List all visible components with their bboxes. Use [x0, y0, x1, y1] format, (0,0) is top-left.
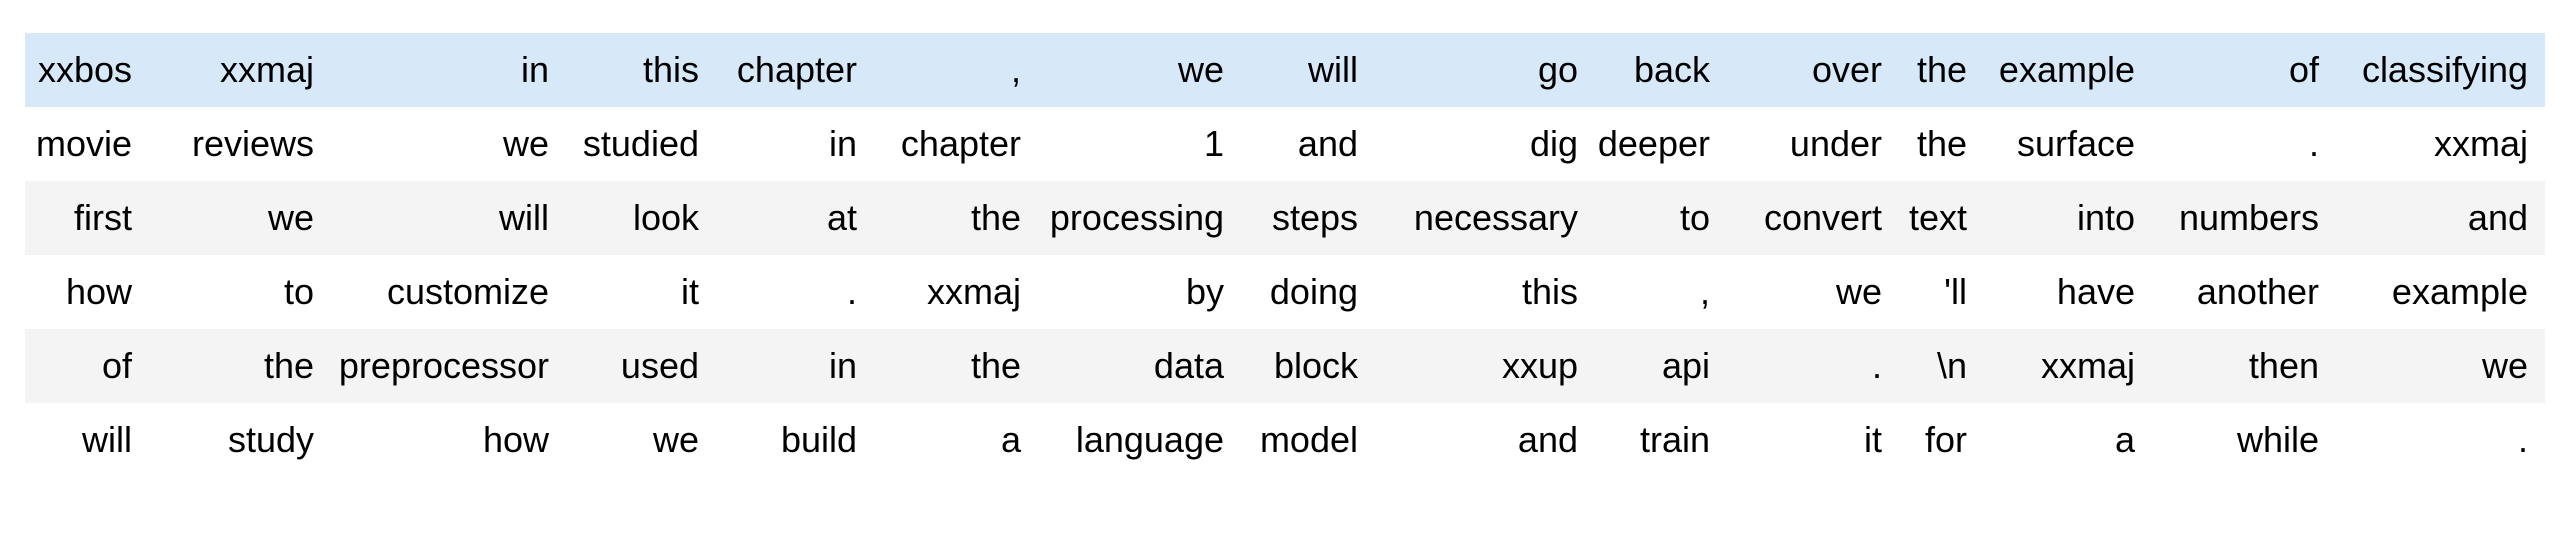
- token-cell: we: [149, 181, 331, 255]
- token-cell: 'll: [1899, 255, 1984, 329]
- token-cell: over: [1727, 33, 1899, 107]
- token-cell: in: [716, 107, 874, 181]
- token-cell: ,: [874, 33, 1038, 107]
- token-cell: necessary: [1375, 181, 1595, 255]
- token-cell: api: [1595, 329, 1727, 403]
- token-cell: xxbos: [25, 33, 149, 107]
- token-cell: in: [331, 33, 566, 107]
- token-cell: for: [1899, 403, 1984, 477]
- token-cell: the: [1899, 107, 1984, 181]
- token-cell: xxmaj: [1984, 329, 2152, 403]
- token-cell: used: [566, 329, 716, 403]
- token-cell: .: [2152, 107, 2336, 181]
- token-cell: this: [566, 33, 716, 107]
- token-cell: will: [1241, 33, 1375, 107]
- token-cell: .: [2336, 403, 2545, 477]
- token-cell: surface: [1984, 107, 2152, 181]
- token-cell: build: [716, 403, 874, 477]
- token-cell: then: [2152, 329, 2336, 403]
- token-cell: language: [1038, 403, 1241, 477]
- token-cell: while: [2152, 403, 2336, 477]
- token-cell: in: [716, 329, 874, 403]
- token-cell: text: [1899, 181, 1984, 255]
- token-cell: the: [1899, 33, 1984, 107]
- token-cell: we: [566, 403, 716, 477]
- token-cell: \n: [1899, 329, 1984, 403]
- token-cell: model: [1241, 403, 1375, 477]
- token-cell: how: [331, 403, 566, 477]
- token-cell: we: [331, 107, 566, 181]
- token-cell: look: [566, 181, 716, 255]
- token-cell: of: [2152, 33, 2336, 107]
- token-cell: chapter: [716, 33, 874, 107]
- token-cell: convert: [1727, 181, 1899, 255]
- token-cell: block: [1241, 329, 1375, 403]
- token-cell: how: [25, 255, 149, 329]
- token-cell: into: [1984, 181, 2152, 255]
- token-cell: the: [149, 329, 331, 403]
- token-cell: xxmaj: [149, 33, 331, 107]
- token-cell: first: [25, 181, 149, 255]
- token-cell: customize: [331, 255, 566, 329]
- token-cell: it: [1727, 403, 1899, 477]
- token-cell: by: [1038, 255, 1241, 329]
- token-cell: we: [2336, 329, 2545, 403]
- token-cell: will: [25, 403, 149, 477]
- token-cell: study: [149, 403, 331, 477]
- token-cell: reviews: [149, 107, 331, 181]
- token-cell: and: [1375, 403, 1595, 477]
- token-cell: to: [149, 255, 331, 329]
- token-cell: the: [874, 181, 1038, 255]
- token-cell: will: [331, 181, 566, 255]
- token-cell: train: [1595, 403, 1727, 477]
- token-cell: a: [1984, 403, 2152, 477]
- token-cell: data: [1038, 329, 1241, 403]
- token-cell: example: [1984, 33, 2152, 107]
- token-cell: and: [2336, 181, 2545, 255]
- token-cell: movie: [25, 107, 149, 181]
- token-cell: .: [1727, 329, 1899, 403]
- token-cell: doing: [1241, 255, 1375, 329]
- token-cell: this: [1375, 255, 1595, 329]
- token-cell: chapter: [874, 107, 1038, 181]
- token-cell: go: [1375, 33, 1595, 107]
- token-cell: dig: [1375, 107, 1595, 181]
- token-cell: back: [1595, 33, 1727, 107]
- token-cell: deeper: [1595, 107, 1727, 181]
- token-cell: studied: [566, 107, 716, 181]
- token-cell: xxmaj: [874, 255, 1038, 329]
- token-cell: under: [1727, 107, 1899, 181]
- token-cell: 1: [1038, 107, 1241, 181]
- token-cell: at: [716, 181, 874, 255]
- token-cell: example: [2336, 255, 2545, 329]
- token-cell: xxmaj: [2336, 107, 2545, 181]
- token-cell: and: [1241, 107, 1375, 181]
- token-cell: steps: [1241, 181, 1375, 255]
- token-cell: ,: [1595, 255, 1727, 329]
- token-cell: of: [25, 329, 149, 403]
- token-cell: processing: [1038, 181, 1241, 255]
- token-cell: xxup: [1375, 329, 1595, 403]
- token-cell: preprocessor: [331, 329, 566, 403]
- token-cell: we: [1038, 33, 1241, 107]
- token-cell: the: [874, 329, 1038, 403]
- token-cell: another: [2152, 255, 2336, 329]
- token-cell: to: [1595, 181, 1727, 255]
- token-cell: it: [566, 255, 716, 329]
- token-cell: numbers: [2152, 181, 2336, 255]
- token-cell: have: [1984, 255, 2152, 329]
- token-cell: .: [716, 255, 874, 329]
- token-cell: classifying: [2336, 33, 2545, 107]
- token-cell: a: [874, 403, 1038, 477]
- token-cell: we: [1727, 255, 1899, 329]
